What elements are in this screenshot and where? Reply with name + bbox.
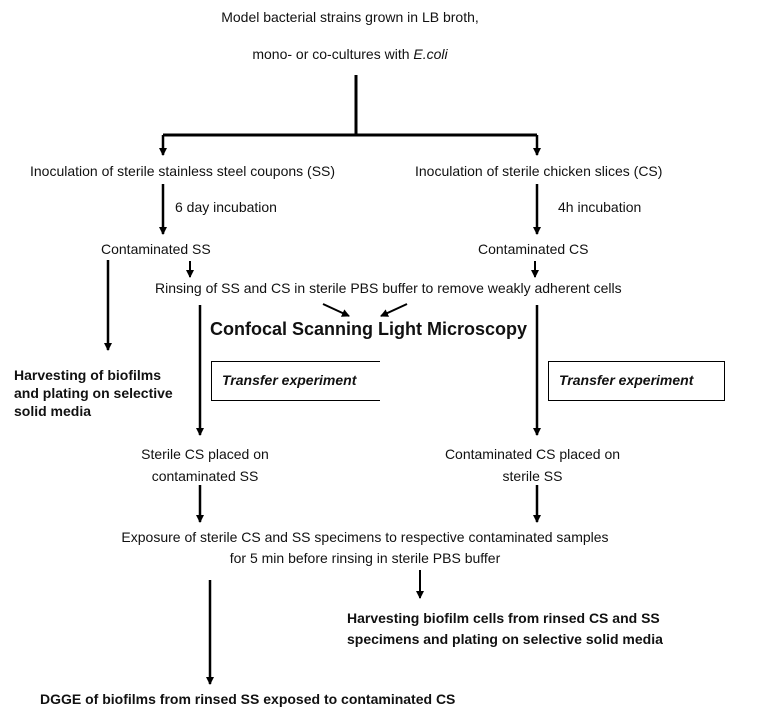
source-species: E.coli <box>413 46 448 62</box>
right-placed: Contaminated CS placed on sterile SS <box>425 445 640 485</box>
harvest-biofilms: Harvesting of biofilms and plating on se… <box>14 366 173 420</box>
left-placed-line-1: Sterile CS placed on <box>141 446 269 462</box>
arrow-microscopy-right <box>380 303 408 317</box>
left-inoculation: Inoculation of sterile stainless steel c… <box>30 163 336 179</box>
transfer-label-right: Transfer experiment <box>559 372 694 388</box>
harvest-line-3: solid media <box>14 403 92 419</box>
source-line-2: mono- or co-cultures with E.coli <box>140 45 560 63</box>
source-line-2-prefix: mono- or co-cultures with <box>252 46 414 62</box>
arrow-microscopy-left <box>322 303 350 317</box>
harvest-final: Harvesting biofilm cells from rinsed CS … <box>347 608 663 650</box>
microscopy-step: Confocal Scanning Light Microscopy <box>210 319 528 339</box>
harvest-final-line-2: specimens and plating on selective solid… <box>347 631 663 647</box>
contaminated-cs: Contaminated CS <box>478 241 589 257</box>
contaminated-ss: Contaminated SS <box>101 241 211 257</box>
source-line-1: Model bacterial strains grown in LB brot… <box>221 9 479 25</box>
right-placed-line-1: Contaminated CS placed on <box>444 446 621 462</box>
dgge-step: DGGE of biofilms from rinsed SS exposed … <box>40 691 456 707</box>
transfer-box-right: Transfer experiment <box>548 361 725 401</box>
harvest-line-1: Harvesting of biofilms <box>14 367 162 383</box>
rinsing-step: Rinsing of SS and CS in sterile PBS buff… <box>155 280 622 296</box>
harvest-final-line-1: Harvesting biofilm cells from rinsed CS … <box>347 610 660 626</box>
transfer-box-left: Transfer experiment <box>211 361 380 401</box>
transfer-label-left: Transfer experiment <box>222 372 357 388</box>
right-incubation-label: 4h incubation <box>558 199 642 215</box>
left-placed-line-2: contaminated SS <box>151 468 259 484</box>
left-incubation-label: 6 day incubation <box>175 199 277 215</box>
harvest-line-2: and plating on selective <box>14 385 173 401</box>
right-inoculation: Inoculation of sterile chicken slices (C… <box>415 163 663 179</box>
left-placed: Sterile CS placed on contaminated SS <box>110 445 300 485</box>
exposure-step: Exposure of sterile CS and SS specimens … <box>80 528 650 567</box>
exposure-line-2: for 5 min before rinsing in sterile PBS … <box>229 550 501 566</box>
right-placed-line-2: sterile SS <box>502 468 563 484</box>
exposure-line-1: Exposure of sterile CS and SS specimens … <box>121 529 609 545</box>
